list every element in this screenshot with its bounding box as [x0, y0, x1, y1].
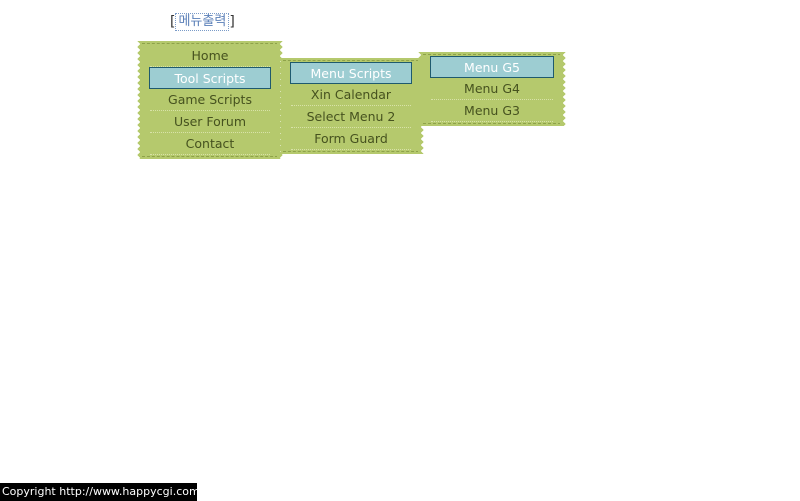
- menu-item-menu-scripts[interactable]: Menu Scripts: [290, 62, 412, 84]
- menu-item-menu-g4[interactable]: Menu G4: [431, 78, 553, 100]
- copyright-footer: Copyright http://www.happycgi.com: [0, 483, 200, 501]
- menu-top-edge: [283, 60, 419, 61]
- menu-bottom-edge: [423, 123, 561, 124]
- menu-item-select-menu-2[interactable]: Select Menu 2: [291, 106, 411, 128]
- menu-item-user-forum[interactable]: User Forum: [150, 111, 270, 133]
- tool-scripts-submenu: Menu Scripts Xin Calendar Select Menu 2 …: [278, 58, 424, 154]
- main-menu: Home Tool Scripts Game Scripts User Foru…: [137, 41, 283, 159]
- close-bracket: ]: [229, 14, 235, 30]
- open-bracket: [: [170, 14, 176, 30]
- menu-item-menu-g5[interactable]: Menu G5: [430, 56, 554, 78]
- menu-item-game-scripts[interactable]: Game Scripts: [150, 89, 270, 111]
- menu-top-edge: [142, 43, 278, 44]
- menu-item-menu-g3[interactable]: Menu G3: [431, 100, 553, 122]
- menu-item-form-guard[interactable]: Form Guard: [291, 128, 411, 150]
- menu-item-tool-scripts[interactable]: Tool Scripts: [149, 67, 271, 89]
- menu-item-contact[interactable]: Contact: [150, 133, 270, 155]
- menu-scripts-submenu: Menu G5 Menu G4 Menu G3: [418, 52, 566, 126]
- menu-bottom-edge: [283, 151, 419, 152]
- menu-top-edge: [423, 54, 561, 55]
- menu-output-trigger[interactable]: [ 메뉴출력 ]: [168, 12, 237, 32]
- menu-output-label[interactable]: 메뉴출력: [175, 13, 230, 31]
- menu-item-xin-calendar[interactable]: Xin Calendar: [291, 84, 411, 106]
- menu-bottom-edge: [142, 156, 278, 157]
- menu-item-home[interactable]: Home: [150, 45, 270, 67]
